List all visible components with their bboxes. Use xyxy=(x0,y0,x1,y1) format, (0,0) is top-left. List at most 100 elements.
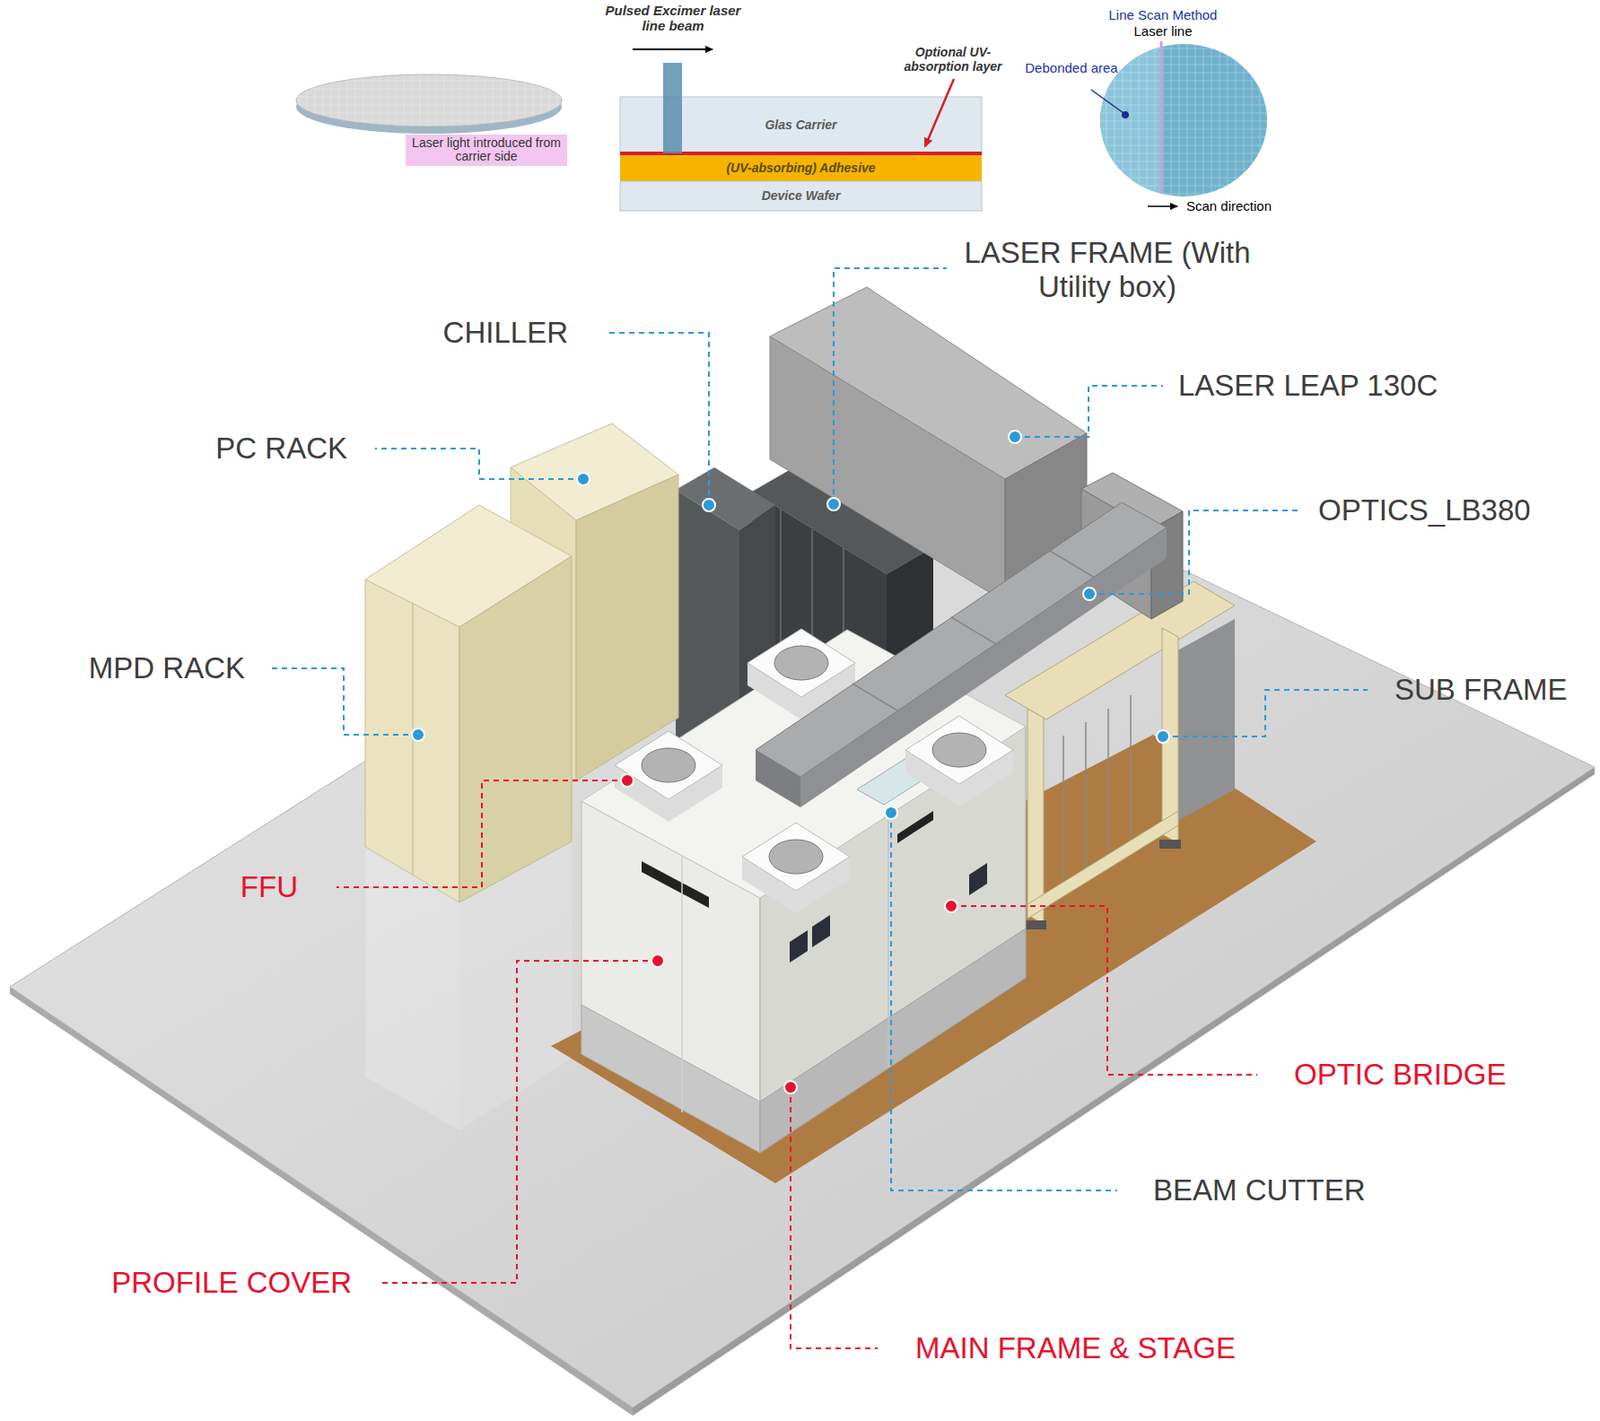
scan-wafer-part xyxy=(1160,41,1163,194)
leader-dots-part xyxy=(1156,730,1170,744)
area-label: Debonded area xyxy=(1022,60,1121,76)
part-label: OPTICS_LB380 xyxy=(1318,493,1531,528)
sub-frame-part xyxy=(1084,722,1087,884)
main-machine-part xyxy=(641,861,709,909)
leader-dots-part xyxy=(651,954,665,968)
sub-frame-part xyxy=(1107,708,1110,869)
ffu-units-part xyxy=(905,716,1014,807)
sub-frame-part xyxy=(1172,619,1235,824)
layer-note: Optional UV-absorption layer xyxy=(894,44,1012,74)
sub-frame-part xyxy=(1027,811,1179,919)
floor-plate xyxy=(9,428,1595,1417)
leader-lines-part xyxy=(270,668,419,735)
part-label-red: OPTIC BRIDGE xyxy=(1293,1057,1507,1093)
leader-dots-part xyxy=(827,498,840,511)
cross-section-part xyxy=(620,181,982,211)
leader-lines-part xyxy=(382,961,658,1284)
part-label: CHILLER xyxy=(443,315,569,350)
ffu-units-part xyxy=(614,731,723,822)
leader-lines-part xyxy=(790,1087,878,1349)
floor-plate-part xyxy=(9,428,1595,1408)
leader-lines-part xyxy=(1162,690,1368,737)
main-machine-part xyxy=(812,915,831,948)
node-text: Glas Carrier xyxy=(764,118,837,132)
scan-wafer-part xyxy=(1147,205,1178,208)
adhesive-layer: (UV-absorbing) Adhesive xyxy=(620,155,982,182)
ffu-units-part xyxy=(641,748,696,783)
part-label: LASER LEAP 130C xyxy=(1178,368,1438,403)
leader-dots-part xyxy=(784,1081,797,1094)
leader-dots-part xyxy=(1083,587,1096,601)
part-label: LASER FRAME (With Utility box) xyxy=(963,236,1251,305)
cross-section-part xyxy=(663,62,682,154)
glass-carrier-layer: Glas Carrier xyxy=(620,96,982,154)
optics-duct-part xyxy=(951,617,997,645)
leader-dots-part xyxy=(577,472,590,486)
leader-lines xyxy=(270,268,1368,1349)
optics-duct-part xyxy=(800,527,1167,808)
ffu-units-part xyxy=(614,731,723,800)
leader-dots-part xyxy=(1008,430,1022,444)
optics-duct-part xyxy=(755,502,1167,778)
part-label: MPD RACK xyxy=(88,651,245,686)
main-machine-part xyxy=(581,1005,761,1154)
sub-frame-part xyxy=(1024,920,1047,930)
floor-plate-part xyxy=(632,767,1595,1417)
part-label-red: MAIN FRAME & STAGE xyxy=(915,1331,1236,1366)
leader-lines-part xyxy=(891,813,1118,1191)
callout-box: Laser light introduced from carrier side xyxy=(405,134,568,167)
line-label: Laser line xyxy=(1133,23,1192,39)
main-machine-part xyxy=(789,930,808,963)
main-machine-part xyxy=(969,863,988,896)
leader-lines-part xyxy=(1014,385,1163,438)
main-machine-part xyxy=(887,816,890,1068)
leader-lines-part xyxy=(1089,510,1302,595)
ffu-units-part xyxy=(742,822,850,914)
ffu-units-part xyxy=(747,629,856,698)
sub-frame-part xyxy=(1027,708,1044,925)
scan-wafer-part xyxy=(1100,43,1268,197)
leader-dots-part xyxy=(620,774,634,787)
scan-wafer-part xyxy=(1100,43,1268,197)
wafer-disk-part xyxy=(296,74,562,127)
leader-dots-part xyxy=(884,806,898,820)
leader-lines-part xyxy=(375,448,584,480)
leader-dots xyxy=(411,430,1170,1094)
cross-section-part xyxy=(925,78,954,147)
leader-lines-part xyxy=(951,906,1258,1076)
leader-dots-part xyxy=(702,498,716,512)
beam-note: Pulsed Excimer laser line beam xyxy=(596,2,750,35)
sub-frame-part xyxy=(1129,695,1132,855)
optics-duct-part xyxy=(852,683,898,711)
ffu-units-part xyxy=(774,646,829,681)
part-label: SUB FRAME xyxy=(1394,673,1568,708)
node-text: (UV-absorbing) Adhesive xyxy=(725,161,875,175)
sub-frame-part xyxy=(1159,839,1181,849)
ffu-units-part xyxy=(932,733,987,768)
wafer-disk xyxy=(296,74,562,134)
main-machine-part xyxy=(897,811,934,844)
optics-duct xyxy=(755,502,1167,808)
cross-section-part xyxy=(620,153,982,182)
laser-box-part xyxy=(769,336,1006,603)
scan-wafer-part xyxy=(1121,111,1129,119)
leader-lines-part xyxy=(336,780,628,888)
leader-lines-part xyxy=(607,332,709,506)
mpd-rack-part xyxy=(365,579,460,903)
ffu-units-part xyxy=(905,716,1014,785)
part-label-red: FFU xyxy=(240,870,298,905)
mpd-rack xyxy=(365,505,572,903)
wafer-disk-part xyxy=(296,74,562,127)
part-label: PC RACK xyxy=(215,431,348,466)
leader-dots-part xyxy=(411,728,425,742)
scan-wafer-part xyxy=(1091,89,1124,114)
sub-frame-part xyxy=(1062,735,1065,898)
optics-duct-part xyxy=(1049,550,1095,578)
ffu-units-part xyxy=(742,822,850,892)
cross-section-part xyxy=(632,48,713,51)
leader-lines-part xyxy=(833,268,947,505)
method-title: Line Scan Method xyxy=(1109,7,1218,23)
device-wafer-layer: Device Wafer xyxy=(620,181,982,211)
